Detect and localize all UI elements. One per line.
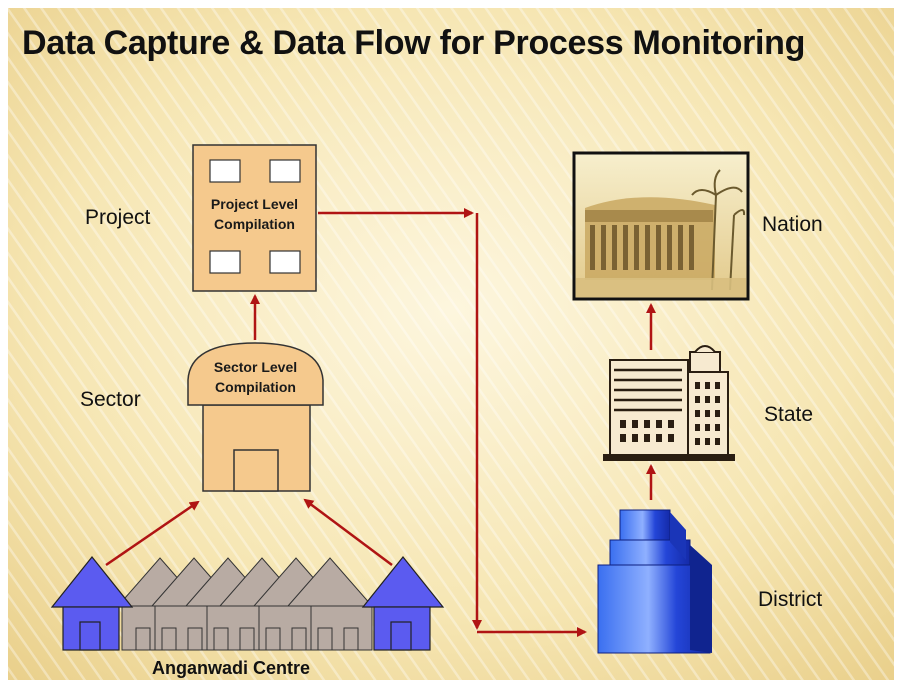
level-label-state: State (764, 403, 814, 426)
state-building-icon (603, 345, 735, 461)
project-compilation-label: Project Level Compilation (193, 194, 316, 234)
level-label-project: Project (85, 206, 151, 229)
level-label-nation: Nation (762, 213, 823, 236)
project-compilation-line-1: Project Level (210, 196, 299, 212)
flow-arrows (105, 208, 656, 637)
anganwadi-centres (50, 556, 445, 651)
blue-house-left (50, 556, 134, 651)
slide-title: Data Capture & Data Flow for Process Mon… (22, 24, 806, 62)
blue-house-right (361, 556, 445, 651)
district-building-icon (597, 509, 712, 654)
sector-compilation-label: Sector Level Compilation (188, 357, 323, 397)
anganwadi-centre-caption: Anganwadi Centre (152, 658, 311, 678)
project-compilation-line-2: Compilation (214, 216, 295, 232)
sector-compilation-line-2: Compilation (215, 379, 296, 395)
level-label-district: District (758, 588, 823, 611)
sector-compilation-line-1: Sector Level (213, 359, 298, 375)
arrow-left-house-to-sector (105, 500, 200, 567)
project-level-box (192, 144, 317, 292)
arrow-right-house-to-sector (303, 498, 393, 567)
level-label-sector: Sector (80, 388, 141, 411)
nation-parliament-image (572, 151, 750, 301)
sector-level-building (187, 342, 324, 492)
